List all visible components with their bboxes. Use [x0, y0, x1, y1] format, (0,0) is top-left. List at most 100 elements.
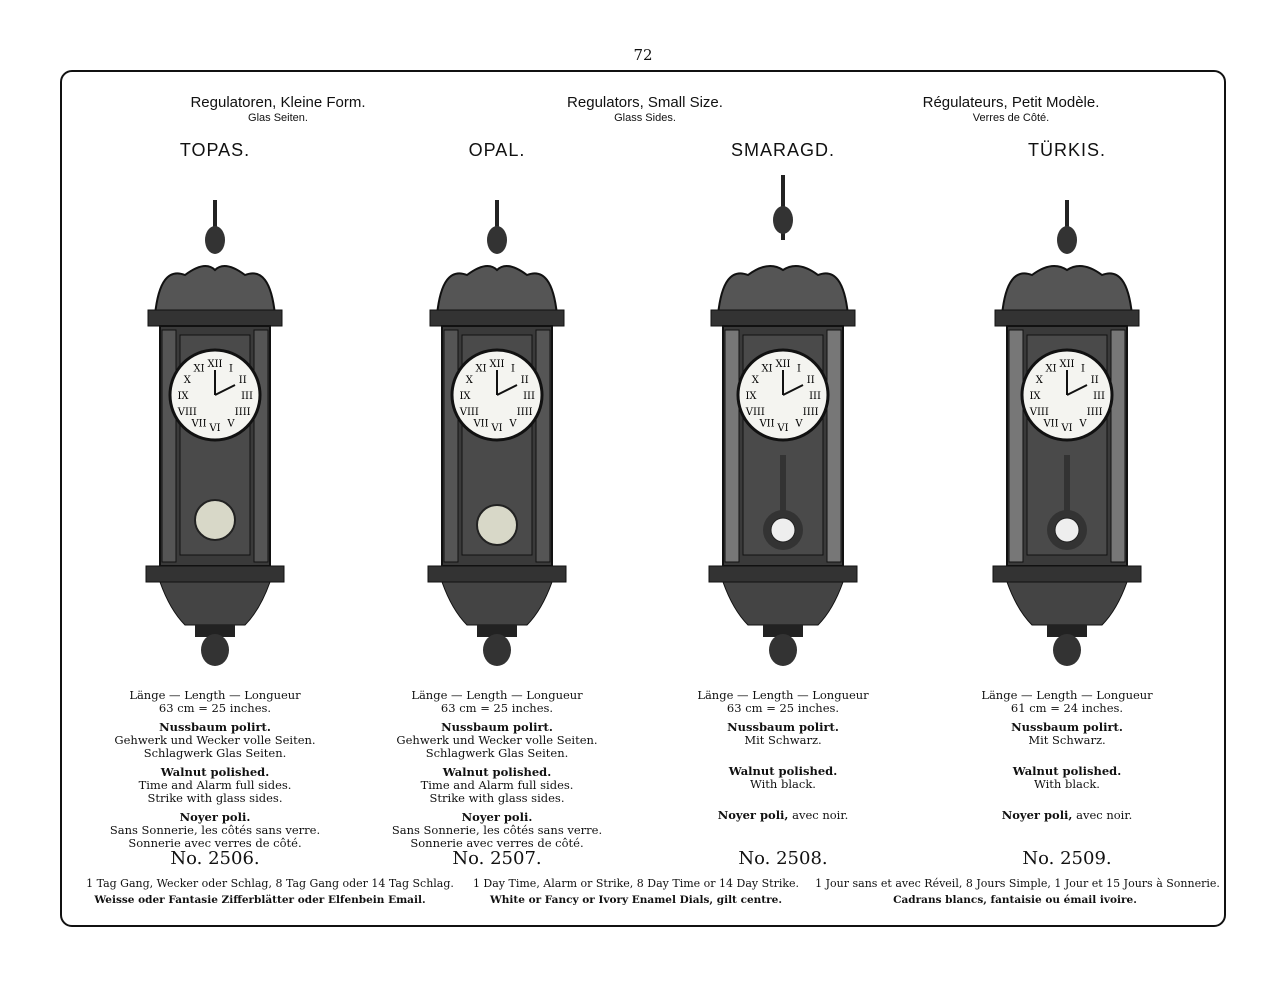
- clock-name: TOPAS.: [179, 140, 251, 160]
- svg-text:VII: VII: [1042, 419, 1058, 430]
- english-finish: Walnut polished.: [728, 764, 838, 778]
- svg-text:VII: VII: [190, 419, 206, 430]
- length-value: 63 cm = 25 inches.: [726, 701, 840, 715]
- english-line: Strike with glass sides.: [147, 791, 283, 805]
- footer-german-line1: 1 Tag Gang, Wecker oder Schlag, 8 Tag Ga…: [86, 877, 454, 890]
- svg-text:IX: IX: [177, 391, 189, 402]
- french-finish: Noyer poli.: [461, 810, 533, 824]
- footer-french-line2: Cadrans blancs, fantaisie ou émail ivoir…: [893, 894, 1137, 906]
- german-finish: Nussbaum polirt.: [159, 720, 271, 734]
- svg-text:III: III: [809, 391, 821, 402]
- french-line: Sans Sonnerie, les côtés sans verre.: [391, 823, 603, 837]
- german-line: Schlagwerk Glas Seiten.: [143, 746, 287, 760]
- german-line: Mit Schwarz.: [1028, 733, 1106, 747]
- french-finish: Noyer poli,: [717, 808, 789, 822]
- svg-text:VII: VII: [758, 419, 774, 430]
- french-finish: Noyer poli.: [179, 810, 251, 824]
- english-line: With black.: [1034, 777, 1100, 791]
- catalog-number: No. 2506.: [170, 848, 260, 869]
- header-english: Regulators, Small Size. Glass Sides.: [495, 94, 795, 124]
- german-line: Gehwerk und Wecker volle Seiten.: [396, 733, 598, 747]
- svg-text:X: X: [466, 375, 474, 386]
- length-label: Länge — Length — Longueur: [981, 688, 1153, 702]
- svg-text:V: V: [226, 419, 235, 430]
- svg-text:I: I: [229, 363, 233, 374]
- svg-text:IX: IX: [1029, 391, 1041, 402]
- header-german: Regulatoren, Kleine Form. Glas Seiten.: [128, 94, 428, 124]
- header-title: Regulators, Small Size.: [567, 94, 723, 111]
- french-line: Sonnerie avec verres de côté.: [128, 836, 302, 850]
- english-line: With black.: [750, 777, 816, 791]
- svg-text:IIII: IIII: [1087, 407, 1103, 418]
- german-finish: Nussbaum polirt.: [441, 720, 553, 734]
- svg-text:XI: XI: [761, 363, 772, 374]
- header-subtitle: Glass Sides.: [614, 112, 676, 124]
- length-label: Länge — Length — Longueur: [129, 688, 301, 702]
- svg-text:VIII: VIII: [177, 407, 197, 418]
- german-line: Mit Schwarz.: [744, 733, 822, 747]
- header-subtitle: Glas Seiten.: [248, 112, 308, 124]
- svg-text:VI: VI: [776, 423, 788, 434]
- svg-text:VIII: VIII: [459, 407, 479, 418]
- svg-text:XI: XI: [193, 363, 204, 374]
- english-line: Time and Alarm full sides.: [420, 778, 574, 792]
- header-french: Régulateurs, Petit Modèle. Verres de Côt…: [861, 94, 1161, 124]
- svg-text:VI: VI: [490, 423, 502, 434]
- svg-text:I: I: [511, 363, 515, 374]
- catalog-number: No. 2509.: [1022, 848, 1112, 869]
- svg-text:IX: IX: [745, 391, 757, 402]
- svg-text:XII: XII: [775, 359, 790, 370]
- svg-text:X: X: [184, 375, 192, 386]
- svg-text:III: III: [241, 391, 253, 402]
- svg-text:XI: XI: [1045, 363, 1056, 374]
- french-line: Sans Sonnerie, les côtés sans verre.: [109, 823, 321, 837]
- page-border: [60, 70, 1226, 927]
- svg-text:VIII: VIII: [1029, 407, 1049, 418]
- svg-text:X: X: [1036, 375, 1044, 386]
- german-finish: Nussbaum polirt.: [727, 720, 839, 734]
- svg-text:VI: VI: [1060, 423, 1072, 434]
- svg-text:II: II: [1091, 375, 1099, 386]
- svg-text:II: II: [807, 375, 815, 386]
- length-label: Länge — Length — Longueur: [411, 688, 583, 702]
- english-finish: Walnut polished.: [1012, 764, 1122, 778]
- length-value: 63 cm = 25 inches.: [158, 701, 272, 715]
- svg-text:VII: VII: [472, 419, 488, 430]
- header-title: Regulatoren, Kleine Form.: [190, 94, 366, 111]
- clock-name: OPAL.: [468, 140, 526, 160]
- german-finish: Nussbaum polirt.: [1011, 720, 1123, 734]
- svg-text:IIII: IIII: [517, 407, 533, 418]
- length-label: Länge — Length — Longueur: [697, 688, 869, 702]
- svg-text:IX: IX: [459, 391, 471, 402]
- footer-french-line1: 1 Jour sans et avec Réveil, 8 Jours Simp…: [815, 877, 1220, 890]
- french-line: avec noir.: [792, 808, 849, 822]
- svg-text:XII: XII: [207, 359, 222, 370]
- french-line: Sonnerie avec verres de côté.: [410, 836, 584, 850]
- svg-text:IIII: IIII: [235, 407, 251, 418]
- clock-name: SMARAGD.: [730, 140, 835, 160]
- svg-text:II: II: [239, 375, 247, 386]
- header-title: Régulateurs, Petit Modèle.: [922, 94, 1100, 111]
- french-finish: Noyer poli,: [1001, 808, 1073, 822]
- svg-text:I: I: [1081, 363, 1085, 374]
- svg-text:VIII: VIII: [745, 407, 765, 418]
- footer-english-line2: White or Fancy or Ivory Enamel Dials, gi…: [490, 894, 782, 906]
- english-finish: Walnut polished.: [442, 765, 552, 779]
- german-line: Gehwerk und Wecker volle Seiten.: [114, 733, 316, 747]
- clock-name: TÜRKIS.: [1027, 140, 1106, 160]
- catalog-number: No. 2507.: [452, 848, 542, 869]
- svg-text:V: V: [1078, 419, 1087, 430]
- french-line: avec noir.: [1076, 808, 1133, 822]
- svg-text:IIII: IIII: [803, 407, 819, 418]
- svg-text:I: I: [797, 363, 801, 374]
- svg-text:V: V: [508, 419, 517, 430]
- english-finish: Walnut polished.: [160, 765, 270, 779]
- catalog-number: No. 2508.: [738, 848, 828, 869]
- svg-text:XII: XII: [489, 359, 504, 370]
- svg-text:VI: VI: [208, 423, 220, 434]
